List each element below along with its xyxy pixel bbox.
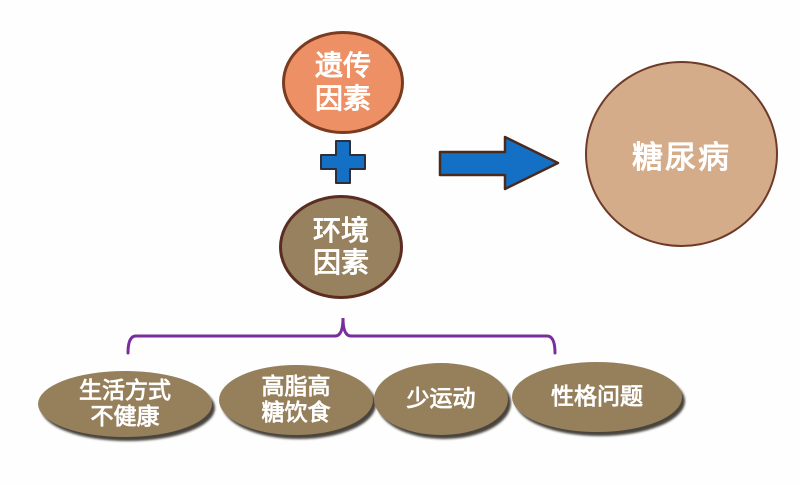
environment-factor-circle: 环境 因素	[279, 195, 403, 299]
genetic-factor-label-line2: 因素	[314, 81, 371, 115]
cause-label-line1: 高脂高	[261, 373, 331, 400]
cause-label-line1: 少运动	[406, 385, 476, 412]
environment-factor-label-line2: 因素	[312, 246, 369, 279]
diabetes-label: 糖尿病	[632, 139, 731, 176]
cause-ellipse-personality-issues: 性格问题	[512, 362, 682, 432]
genetic-factor-label-line1: 遗传	[314, 49, 371, 83]
grouping-brace	[126, 317, 557, 355]
cause-label-line1: 性格问题	[551, 383, 643, 410]
cause-label-line2: 糖饮食	[261, 400, 331, 426]
plus-icon	[320, 140, 366, 184]
diabetes-circle: 糖尿病	[585, 61, 778, 247]
cause-ellipse-high-fat-sugar-diet: 高脂高 糖饮食	[219, 365, 373, 435]
cause-ellipse-little-exercise: 少运动	[374, 363, 508, 435]
environment-factor-label-line1: 环境	[312, 213, 369, 247]
genetic-factor-circle: 遗传 因素	[282, 31, 404, 134]
cause-label-line2: 不健康	[90, 404, 160, 430]
cause-label-line1: 生活方式	[79, 377, 171, 404]
arrow-right-icon	[438, 135, 560, 191]
cause-ellipse-unhealthy-lifestyle: 生活方式 不健康	[38, 371, 212, 437]
